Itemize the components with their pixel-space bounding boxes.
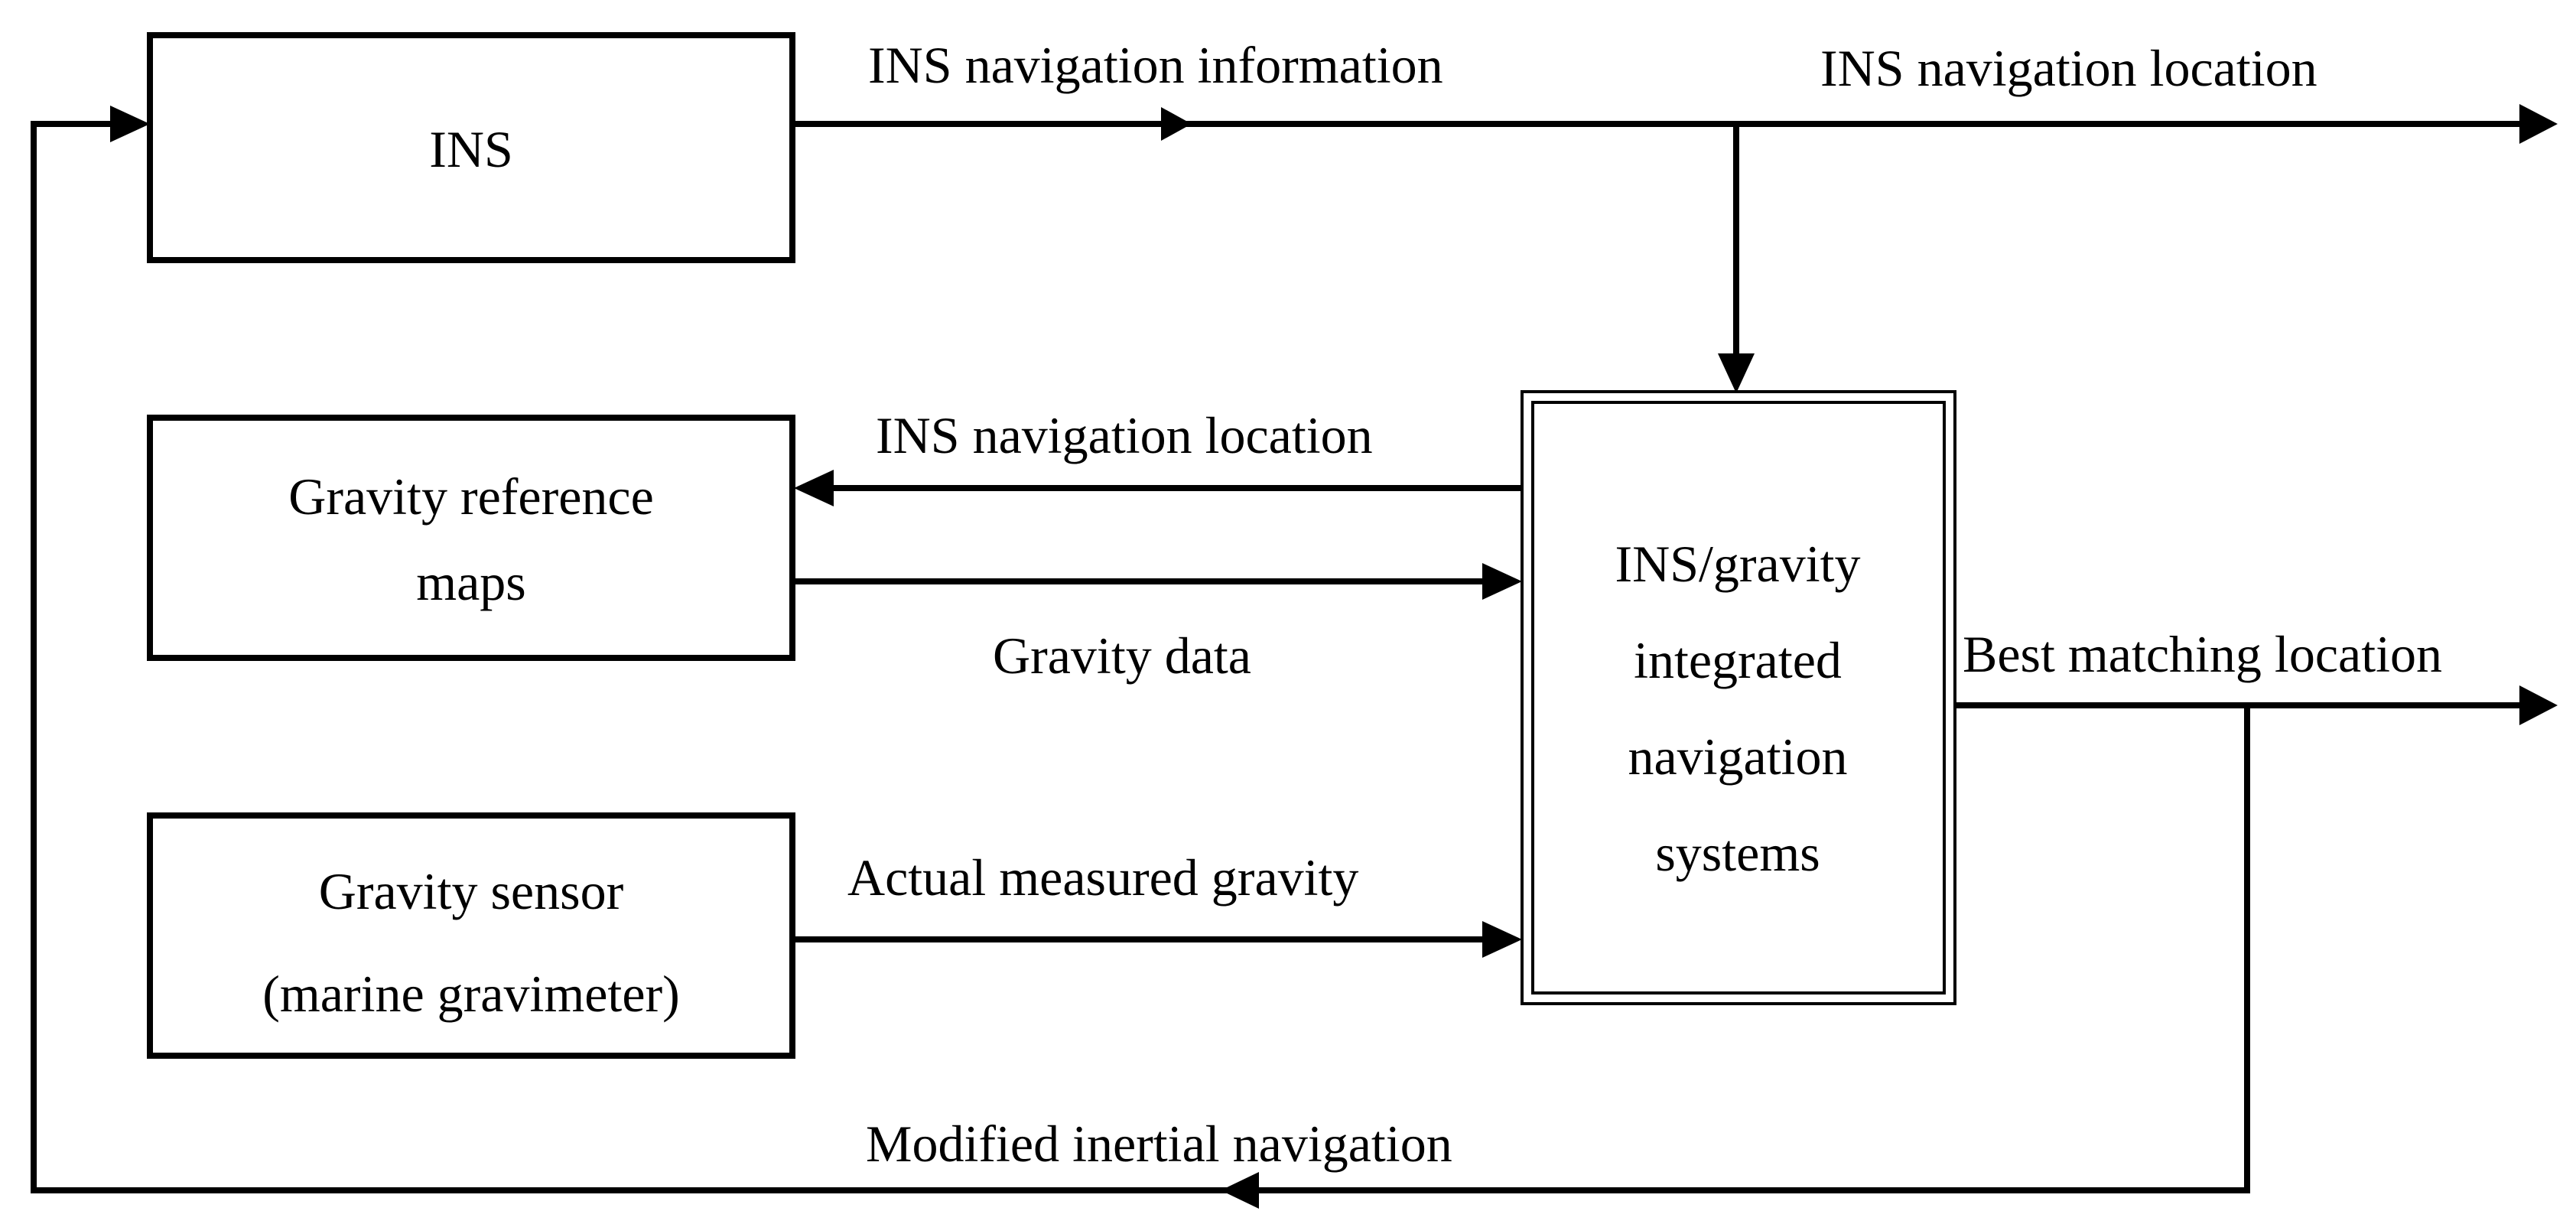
arrowhead-measured-gravity — [1482, 921, 1522, 958]
edge-label-ins-navigation-location-top: INS navigation location — [1820, 39, 2317, 97]
arrowhead-feedback-bottom — [1221, 1172, 1259, 1209]
edge-label-actual-measured-gravity: Actual measured gravity — [847, 848, 1358, 907]
edge-gravity-data: Gravity data — [792, 563, 1522, 685]
arrowhead-gravity-data — [1482, 563, 1522, 600]
integrated-navigation-label-line1: INS/gravity — [1615, 535, 1860, 593]
edge-label-modified-inertial-navigation: Modified inertial navigation — [866, 1115, 1452, 1173]
arrowhead-into-ins — [110, 106, 150, 142]
edge-label-ins-navigation-location-mid: INS navigation location — [876, 406, 1373, 464]
gravity-reference-maps-label-line1: Gravity reference — [288, 467, 654, 526]
integrated-navigation-block: INS/gravity integrated navigation system… — [1521, 390, 1956, 1005]
arrowhead-into-integrated — [1718, 353, 1755, 393]
gravity-sensor-label-line1: Gravity sensor — [319, 862, 624, 920]
edge-location-to-gravity-maps: INS navigation location — [794, 406, 1522, 506]
edge-label-best-matching-location: Best matching location — [1963, 625, 2442, 683]
edge-ins-navigation-output: INS navigation information INS navigatio… — [792, 36, 2558, 144]
arrowhead-ins-info — [1161, 107, 1192, 141]
edge-actual-measured-gravity: Actual measured gravity — [792, 848, 1522, 958]
gravity-reference-maps-label-line2: maps — [416, 553, 526, 611]
arrowhead-best-matching — [2519, 685, 2558, 725]
gravity-reference-maps-block: Gravity reference maps — [147, 415, 795, 661]
integrated-navigation-label-line3: navigation — [1628, 728, 1847, 786]
arrowhead-into-gravity-maps — [794, 470, 834, 506]
edge-label-ins-navigation-information: INS navigation information — [868, 36, 1443, 94]
gravity-sensor-block: Gravity sensor (marine gravimeter) — [147, 812, 795, 1059]
edge-feedback-modified-inertial: Modified inertial navigation — [31, 106, 2250, 1209]
gravity-sensor-label-line2: (marine gravimeter) — [262, 965, 680, 1023]
edge-label-gravity-data: Gravity data — [993, 627, 1251, 685]
ins-block: INS — [147, 32, 795, 263]
edge-best-matching-location: Best matching location — [1955, 625, 2558, 725]
integrated-navigation-label-line4: systems — [1655, 824, 1820, 882]
integrated-navigation-label-line2: integrated — [1634, 631, 1842, 689]
ins-block-label: INS — [429, 120, 513, 178]
edge-ins-to-integrated — [1718, 124, 1755, 393]
arrowhead-ins-location-out — [2519, 104, 2558, 144]
